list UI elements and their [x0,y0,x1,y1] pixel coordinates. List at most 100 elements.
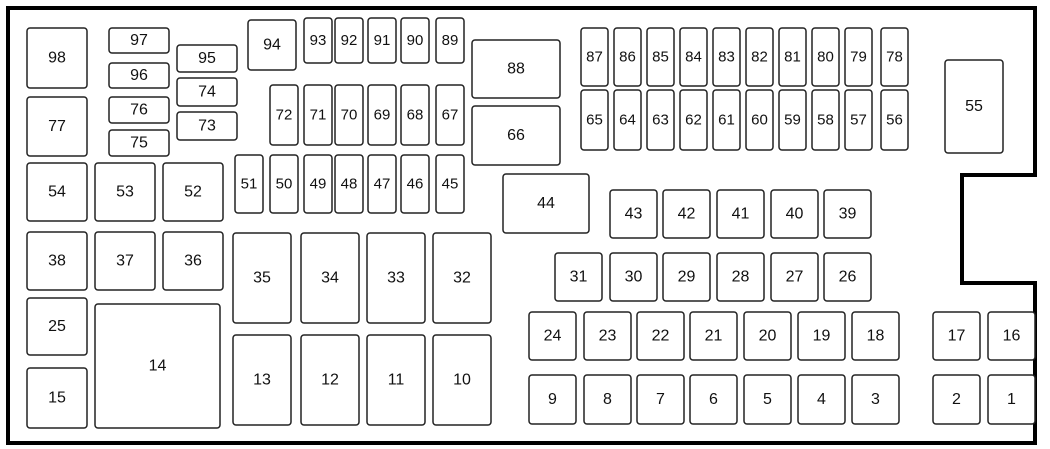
fuse-label-9: 9 [548,391,557,408]
fuse-label-85: 85 [652,49,669,66]
fuse-slot-36: 36 [162,231,224,291]
fuse-slot-40: 40 [770,189,819,239]
fuse-box-72 [269,84,299,146]
fuse-slot-75: 75 [108,129,170,157]
fuse-box-95 [176,44,238,73]
fuse-box-31 [554,252,603,302]
fuse-box-87 [580,27,609,87]
fuse-slot-56: 56 [880,89,909,151]
fuse-box-23 [583,311,632,361]
fuse-label-72: 72 [276,107,293,124]
fuse-slot-47: 47 [367,154,397,214]
fuse-label-61: 61 [718,112,735,129]
fuse-slot-60: 60 [745,89,774,151]
fuse-slot-43: 43 [609,189,658,239]
fuse-box-20 [743,311,792,361]
fuse-box-52 [162,162,224,222]
fuse-slot-87: 87 [580,27,609,87]
fuse-slot-62: 62 [679,89,708,151]
fuse-label-54: 54 [48,184,66,201]
fuse-label-38: 38 [48,253,66,270]
fuse-box-60 [745,89,774,151]
fuse-box-84 [679,27,708,87]
fuse-slot-39: 39 [823,189,872,239]
fuse-slot-33: 33 [366,232,426,324]
fuse-box-64 [613,89,642,151]
fuse-slot-63: 63 [646,89,675,151]
fuse-label-97: 97 [130,32,148,49]
fuse-label-24: 24 [544,328,562,345]
fuse-label-69: 69 [374,107,391,124]
fuse-slot-66: 66 [471,105,561,166]
fuse-box-44 [502,173,590,234]
fuse-label-21: 21 [705,328,723,345]
fuse-label-50: 50 [276,176,293,193]
fuse-box-38 [26,231,88,291]
fuse-label-74: 74 [198,84,216,101]
fuse-label-23: 23 [599,328,617,345]
fuse-slot-28: 28 [716,252,765,302]
fuse-box-98 [26,27,88,89]
fuse-label-58: 58 [817,112,834,129]
fuse-slot-86: 86 [613,27,642,87]
fuse-label-42: 42 [678,206,696,223]
fuse-label-7: 7 [656,391,665,408]
fuse-slot-45: 45 [435,154,465,214]
fuse-label-92: 92 [341,32,358,49]
fuse-slot-53: 53 [94,162,156,222]
fuse-label-45: 45 [442,176,459,193]
fuse-box-88 [471,39,561,99]
fuse-box-2 [932,374,981,425]
fuse-label-64: 64 [619,112,636,129]
fuse-label-12: 12 [321,372,339,389]
fuse-label-87: 87 [586,49,603,66]
fuse-label-48: 48 [341,176,358,193]
fuse-box-93 [303,17,333,64]
fuse-box-37 [94,231,156,291]
fuse-slot-6: 6 [689,374,738,425]
fuse-label-27: 27 [786,269,804,286]
fuse-label-46: 46 [407,176,424,193]
fuse-slot-69: 69 [367,84,397,146]
fuse-label-11: 11 [388,372,405,389]
fuse-slot-14: 14 [94,303,221,429]
fuse-slot-12: 12 [300,334,360,426]
fuse-box-80 [811,27,840,87]
fuse-box-29 [662,252,711,302]
fuse-slot-44: 44 [502,173,590,234]
fuse-slot-64: 64 [613,89,642,151]
fuse-slot-11: 11 [366,334,426,426]
fuse-box-82 [745,27,774,87]
fuse-slot-9: 9 [528,374,577,425]
fuse-label-53: 53 [116,184,134,201]
fuse-label-29: 29 [678,269,696,286]
fuse-box-56 [880,89,909,151]
fuse-slot-2: 2 [932,374,981,425]
fuse-label-56: 56 [886,112,903,129]
fuse-box-33 [366,232,426,324]
fuse-slot-24: 24 [528,311,577,361]
fuse-box-40 [770,189,819,239]
fuse-box-66 [471,105,561,166]
fuse-label-68: 68 [407,107,424,124]
fuse-slot-7: 7 [636,374,685,425]
fuse-slot-59: 59 [778,89,807,151]
fuse-label-35: 35 [253,270,271,287]
fuse-slot-31: 31 [554,252,603,302]
fuse-label-96: 96 [130,67,148,84]
fuse-slot-77: 77 [26,96,88,157]
fuse-slot-16: 16 [987,311,1036,361]
fuse-label-89: 89 [442,32,459,49]
fuse-slot-35: 35 [232,232,292,324]
fuse-label-77: 77 [48,118,66,135]
fuse-label-98: 98 [48,50,66,67]
fuse-box-78 [880,27,909,87]
fuse-box-30 [609,252,658,302]
fuse-box-36 [162,231,224,291]
fuse-label-32: 32 [453,270,471,287]
fuse-box-27 [770,252,819,302]
fuse-label-86: 86 [619,49,636,66]
fuse-label-57: 57 [850,112,867,129]
